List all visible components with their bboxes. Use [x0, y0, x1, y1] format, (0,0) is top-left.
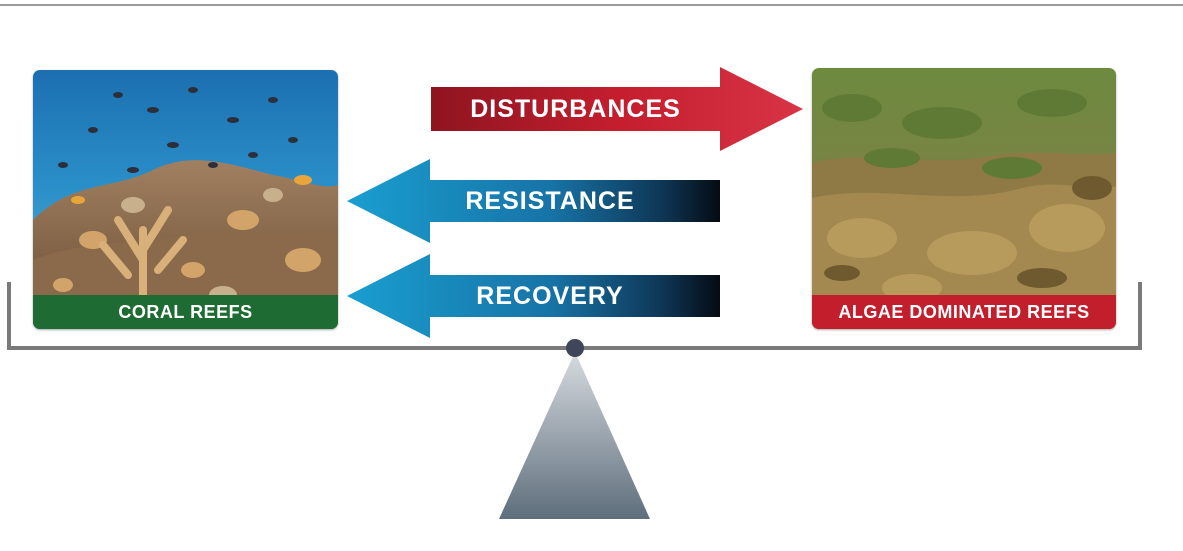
recovery-arrow	[347, 254, 720, 338]
resistance-label: RESISTANCE	[465, 187, 635, 215]
algae-reefs-card: ALGAE DOMINATED REEFS	[812, 68, 1116, 329]
algae-reefs-caption: ALGAE DOMINATED REEFS	[812, 295, 1116, 329]
fulcrum-triangle	[499, 352, 650, 519]
coral-reefs-caption: CORAL REEFS	[33, 295, 338, 329]
disturbances-label: DISTURBANCES	[470, 95, 681, 123]
coral-reefs-card: CORAL REEFS	[33, 70, 338, 329]
top-divider	[0, 4, 1183, 6]
pivot-dot	[566, 339, 584, 357]
algae-reef-photo	[812, 68, 1116, 329]
recovery-label: RECOVERY	[476, 282, 624, 310]
disturbances-arrow	[431, 67, 803, 151]
resistance-arrow	[347, 159, 720, 243]
